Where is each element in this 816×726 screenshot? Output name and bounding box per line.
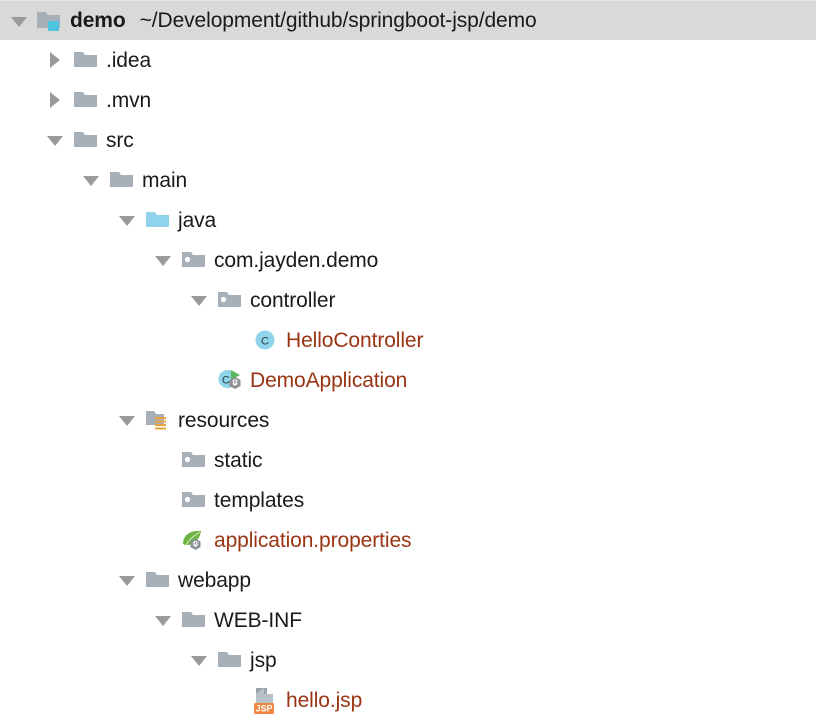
tree-row[interactable]: jsp [0,640,816,680]
jsp-file-icon: JSP [252,687,280,714]
spring-properties-icon [180,527,208,553]
tree-row-label: webapp [178,568,251,592]
package-icon [180,447,208,473]
tree-row[interactable]: C DemoApplication [0,360,816,400]
tree-row-label: DemoApplication [250,368,408,392]
twisty-spacer [152,449,174,471]
chevron-down-icon[interactable] [80,169,102,191]
tree-row[interactable]: controller [0,280,816,320]
chevron-down-icon[interactable] [116,209,138,231]
svg-text:JSP: JSP [255,704,272,714]
tree-row[interactable]: webapp [0,560,816,600]
tree-row-label: main [142,168,188,192]
tree-row-label: resources [178,408,270,432]
java-class-icon: C [252,327,280,353]
tree-row[interactable]: templates [0,480,816,520]
tree-row-label: com.jayden.demo [214,248,379,272]
tree-row[interactable]: WEB-INF [0,600,816,640]
tree-row[interactable]: resources [0,400,816,440]
chevron-down-icon[interactable] [152,609,174,631]
chevron-down-icon[interactable] [116,569,138,591]
tree-row[interactable]: static [0,440,816,480]
spring-boot-main-class-icon: C [216,367,244,393]
resources-root-folder-icon [144,407,172,433]
tree-row[interactable]: com.jayden.demo [0,240,816,280]
module-folder-icon [36,8,64,34]
tree-row-label: hello.jsp [286,688,363,712]
package-icon [180,487,208,513]
tree-row-label: .idea [106,48,152,72]
chevron-down-icon[interactable] [116,409,138,431]
tree-row[interactable]: main [0,160,816,200]
twisty-spacer [152,489,174,511]
tree-row-label: java [178,208,217,232]
folder-icon [72,127,100,153]
folder-icon [72,47,100,73]
tree-row-label: demo [70,9,126,32]
chevron-down-icon[interactable] [44,129,66,151]
tree-row-label: HelloController [286,328,424,352]
twisty-spacer [188,369,210,391]
tree-row[interactable]: JSP hello.jsp [0,680,816,720]
tree-row[interactable]: demo ~/Development/github/springboot-jsp/… [0,0,816,40]
tree-row[interactable]: .mvn [0,80,816,120]
chevron-down-icon[interactable] [188,649,210,671]
tree-row-path: ~/Development/github/springboot-jsp/demo [139,9,537,32]
package-icon [216,287,244,313]
svg-text:C: C [222,375,230,387]
chevron-down-icon[interactable] [8,10,30,32]
folder-icon [72,87,100,113]
chevron-right-icon[interactable] [44,49,66,71]
twisty-spacer [152,529,174,551]
tree-row[interactable]: C HelloController [0,320,816,360]
tree-row-label: templates [214,488,305,512]
source-root-folder-icon [144,207,172,233]
tree-row-label: controller [250,288,336,312]
twisty-spacer [224,689,246,711]
folder-icon [108,167,136,193]
package-icon [180,247,208,273]
twisty-spacer [224,329,246,351]
chevron-down-icon[interactable] [188,289,210,311]
chevron-right-icon[interactable] [44,89,66,111]
svg-text:C: C [261,336,269,348]
folder-icon [180,607,208,633]
folder-icon [216,647,244,673]
tree-row-label: static [214,448,263,472]
chevron-down-icon[interactable] [152,249,174,271]
tree-row-label: jsp [250,648,277,672]
tree-row[interactable]: src [0,120,816,160]
tree-row-label: src [106,128,134,152]
folder-icon [144,567,172,593]
tree-row[interactable]: .idea [0,40,816,80]
tree-row-label: WEB-INF [214,608,302,632]
tree-row[interactable]: application.properties [0,520,816,560]
tree-row-label: .mvn [106,88,152,112]
tree-row[interactable]: java [0,200,816,240]
tree-row-label: application.properties [214,528,412,552]
